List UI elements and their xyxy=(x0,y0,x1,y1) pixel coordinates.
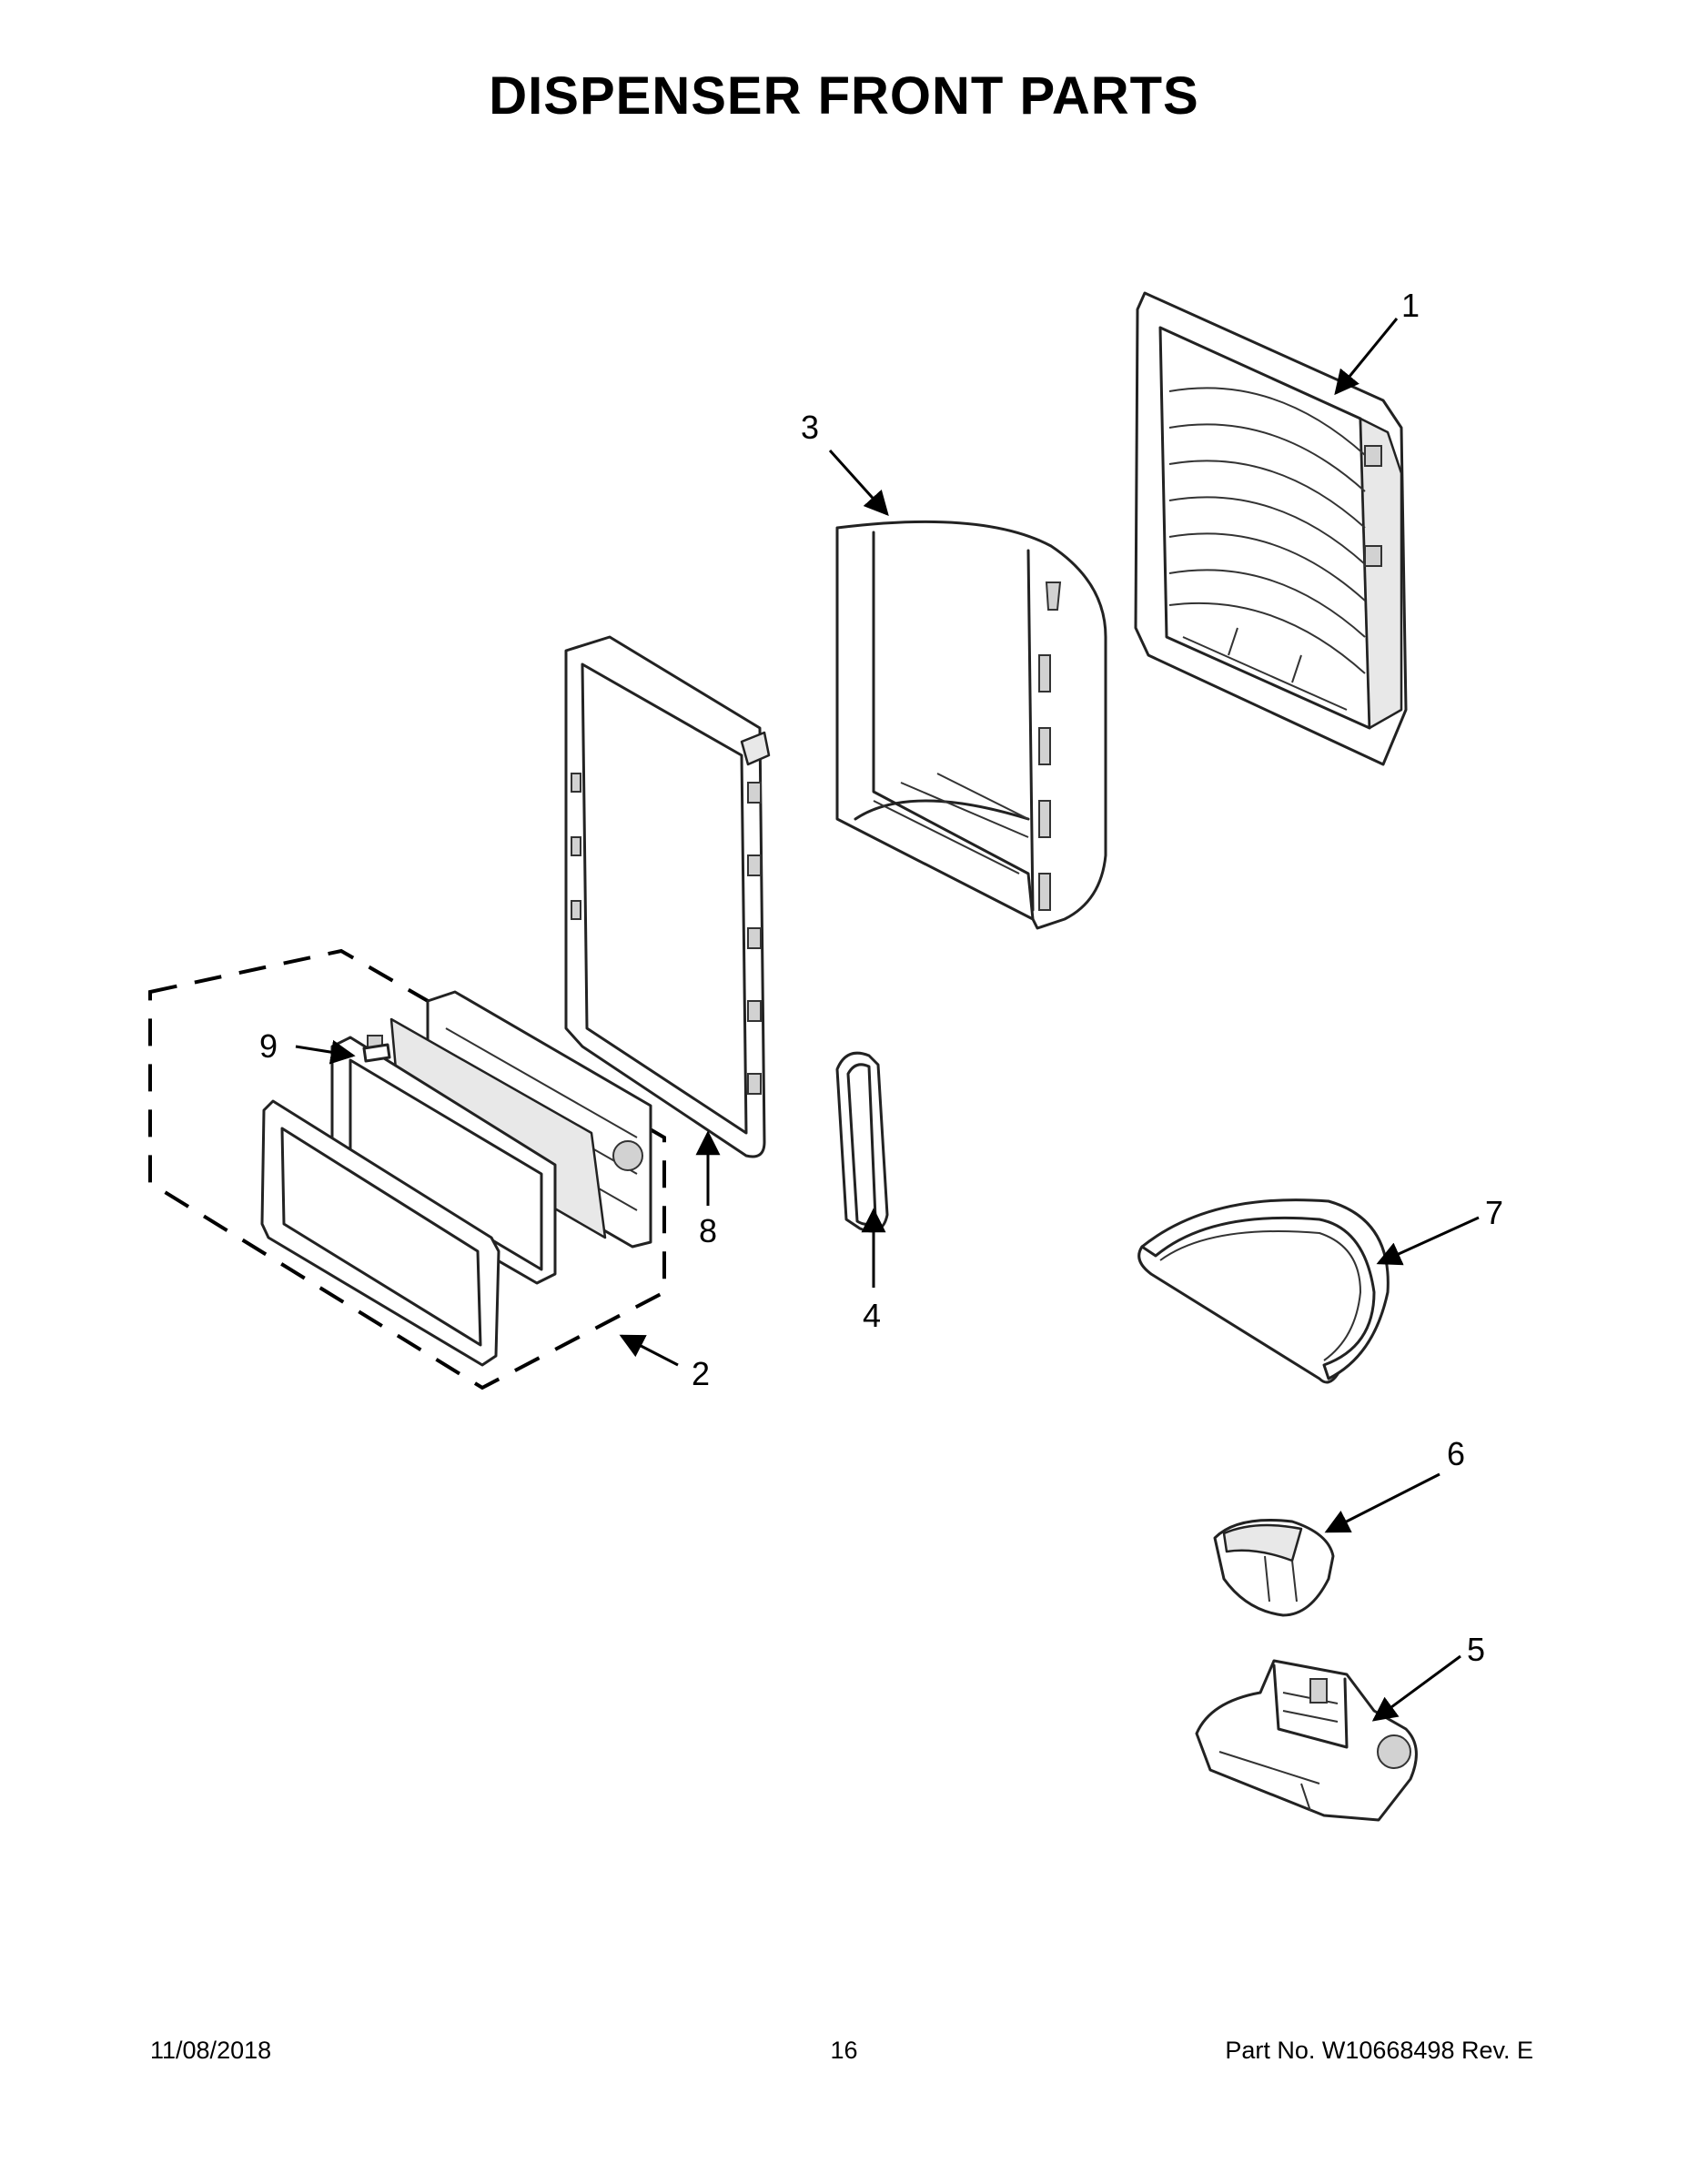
callout-5: 5 xyxy=(1467,1631,1485,1668)
page-title: DISPENSER FRONT PARTS xyxy=(489,66,1199,126)
footer-part-number: Part No. W10668498 Rev. E xyxy=(1225,2037,1533,2064)
footer-page-number: 16 xyxy=(830,2037,858,2064)
part-5-actuator xyxy=(1195,1659,1418,1822)
part-1-housing xyxy=(1134,291,1408,766)
callout-9: 9 xyxy=(259,1027,278,1065)
callout-3: 3 xyxy=(801,409,819,446)
part-3-chute xyxy=(835,520,1107,930)
callout-1: 1 xyxy=(1401,287,1420,324)
part-9-connector xyxy=(362,1035,391,1063)
callout-2: 2 xyxy=(692,1355,710,1392)
footer-date: 11/08/2018 xyxy=(150,2037,272,2064)
callout-6: 6 xyxy=(1447,1435,1465,1472)
part-2-ui-assembly xyxy=(148,948,666,1390)
part-7-drip-tray xyxy=(1137,1198,1390,1384)
callout-7: 7 xyxy=(1485,1194,1503,1231)
callout-4: 4 xyxy=(863,1297,881,1334)
part-6-ice-door xyxy=(1213,1518,1335,1617)
callout-8: 8 xyxy=(699,1212,717,1249)
part-8-frame xyxy=(564,635,771,1158)
part-4-pad xyxy=(835,1051,889,1233)
leader-arrows xyxy=(295,318,1480,1722)
